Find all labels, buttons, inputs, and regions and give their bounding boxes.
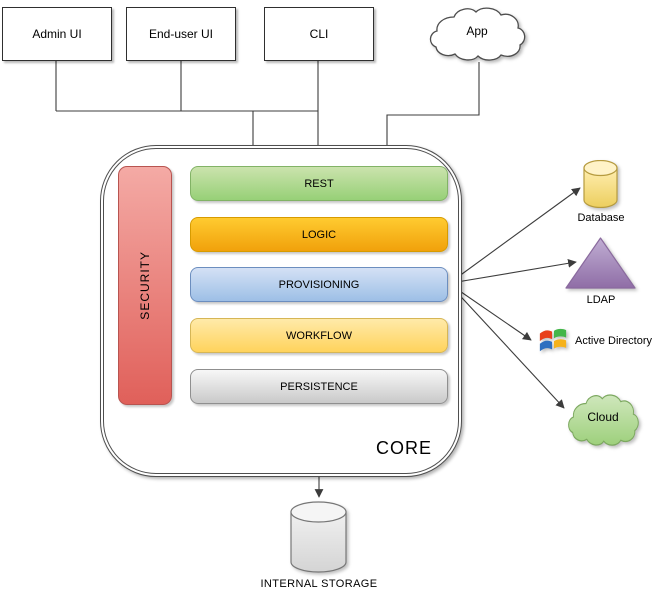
node-end-user-ui: End-user UI	[126, 7, 236, 61]
database-label: Database	[577, 212, 625, 224]
core-label: CORE	[375, 438, 432, 458]
node-security: SECURITY	[118, 166, 172, 405]
ldap-triangle-icon	[565, 237, 636, 294]
internal-storage-cylinder-icon	[290, 501, 347, 578]
node-workflow-label: WORKFLOW	[286, 329, 352, 342]
node-cli-label: CLI	[309, 27, 329, 41]
active-directory-label: Active Directory	[575, 335, 653, 347]
edge-provisioning-database	[450, 187, 581, 283]
cloud-shape-icon	[429, 7, 526, 61]
node-end-user-ui-label: End-user UI	[148, 27, 214, 41]
node-logic-label: LOGIC	[301, 228, 337, 241]
node-app-cloud	[427, 4, 527, 67]
windows-logo-icon	[538, 325, 568, 360]
node-workflow: WORKFLOW	[190, 318, 448, 353]
node-rest: REST	[190, 166, 448, 201]
cloud-system-icon	[566, 391, 640, 452]
node-rest-label: REST	[304, 177, 334, 190]
node-logic: LOGIC	[190, 217, 448, 252]
internal-storage-label: INTERNAL STORAGE	[260, 578, 378, 590]
node-provisioning: PROVISIONING	[190, 267, 448, 302]
node-admin-ui: Admin UI	[2, 7, 112, 61]
node-persistence: PERSISTENCE	[190, 369, 448, 404]
database-cylinder-icon	[583, 159, 618, 213]
node-provisioning-label: PROVISIONING	[278, 278, 360, 291]
node-app-label: App	[466, 24, 488, 38]
edge-provisioning-ldap	[450, 258, 577, 287]
node-persistence-label: PERSISTENCE	[280, 380, 358, 393]
node-admin-ui-label: Admin UI	[32, 27, 82, 41]
node-security-label: SECURITY	[138, 251, 152, 320]
cloud-system-label: Cloud	[587, 410, 619, 424]
node-cli: CLI	[264, 7, 374, 61]
ldap-label: LDAP	[586, 294, 616, 306]
edge-provisioning-ad	[450, 284, 532, 341]
